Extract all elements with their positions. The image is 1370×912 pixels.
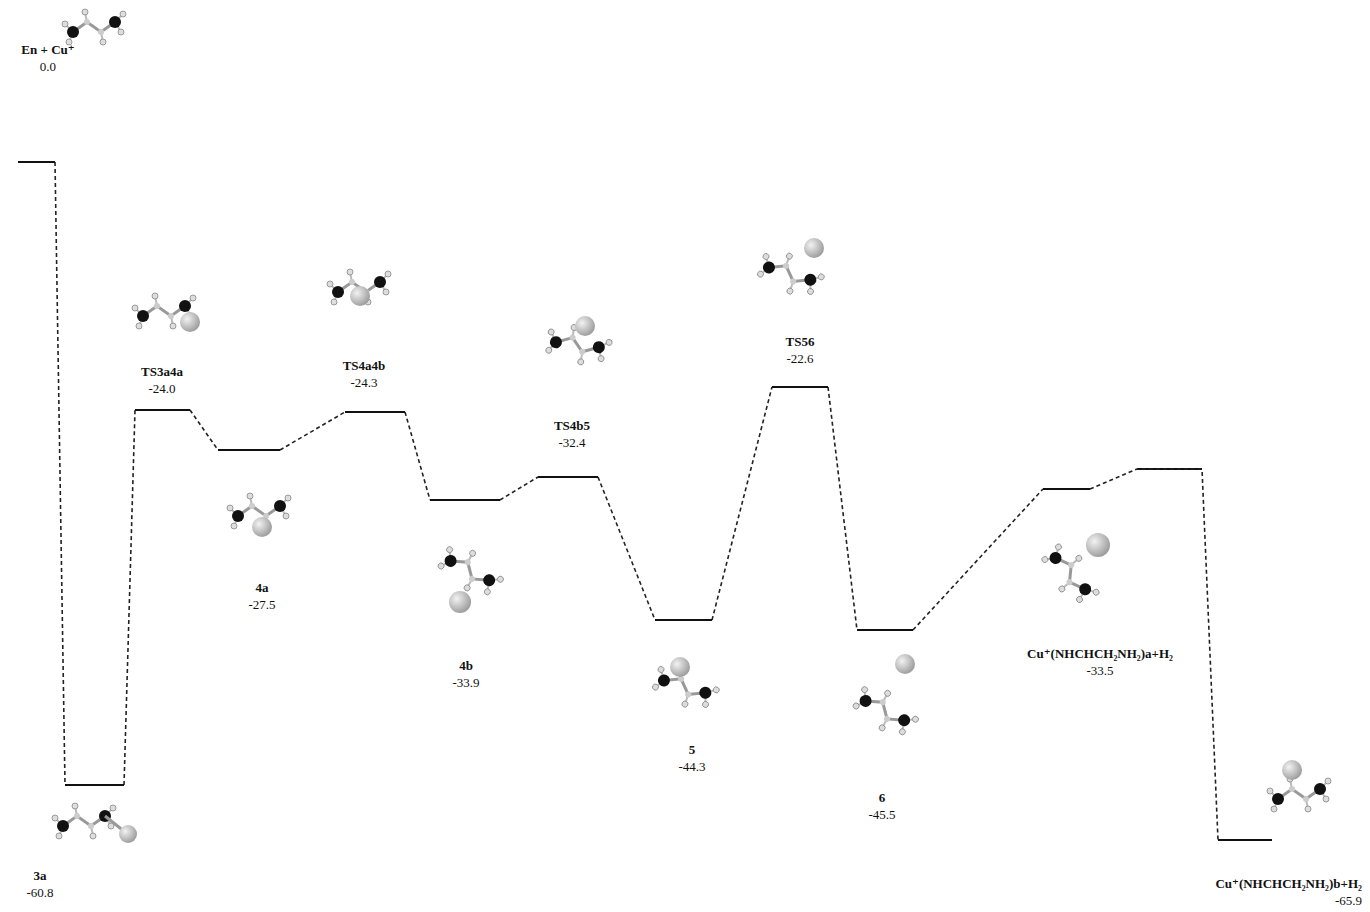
species-name: 6 — [868, 789, 895, 806]
energy-value: -22.6 — [786, 350, 815, 367]
species-name: TS4a4b — [343, 357, 386, 374]
energy-value: -32.4 — [554, 434, 590, 451]
energy-level: 5-44.3 — [655, 619, 712, 621]
species-name: 5 — [678, 741, 705, 758]
level-label: TS4a4b-24.3 — [343, 357, 386, 391]
level-label: 6-45.5 — [868, 789, 895, 823]
energy-level: Cu⁺(NHCHCH₂NH₂)b+H₂-65.9 — [1218, 839, 1272, 841]
energy-level: 4a-27.5 — [218, 449, 280, 451]
energy-level: 4b-33.9 — [430, 499, 500, 501]
energy-level: TS4a4b-24.3 — [345, 411, 405, 413]
energy-value: -24.3 — [343, 374, 386, 391]
reaction-path — [712, 387, 772, 620]
species-name: 4a — [248, 579, 275, 596]
level-label: TS3a4a-24.0 — [141, 363, 183, 397]
energy-level: 6-45.5 — [857, 629, 913, 631]
level-label: Cu⁺(NHCHCH₂NH₂)b+H₂-65.9 — [1215, 875, 1362, 909]
energy-level: TS3a4a-24.0 — [135, 409, 190, 411]
level-label: TS4b5-32.4 — [554, 417, 590, 451]
energy-value: -33.9 — [452, 674, 479, 691]
energy-value: -27.5 — [248, 596, 275, 613]
energy-level: TS4b5-32.4 — [538, 476, 598, 478]
reaction-path — [124, 410, 135, 785]
level-label: Cu⁺(NHCHCH₂NH₂)a+H₂-33.5 — [1027, 645, 1173, 679]
level-label: 4b-33.9 — [452, 657, 479, 691]
species-name: TS56 — [786, 333, 815, 350]
level-label: 5-44.3 — [678, 741, 705, 775]
energy-value: -44.3 — [678, 758, 705, 775]
energy-level: Cu⁺(NHCHCH₂NH₂)a+H₂-33.5 — [1043, 488, 1090, 490]
species-name: TS3a4a — [141, 363, 183, 380]
reaction-path — [500, 477, 538, 500]
species-name: 4b — [452, 657, 479, 674]
energy-value: 0.0 — [21, 58, 74, 75]
level-label: TS56-22.6 — [786, 333, 815, 367]
energy-value: -45.5 — [868, 806, 895, 823]
reaction-path — [913, 489, 1043, 630]
reaction-path — [828, 387, 857, 630]
level-label: En + Cu⁺0.0 — [21, 41, 74, 75]
level-label: 4a-27.5 — [248, 579, 275, 613]
species-name: Cu⁺(NHCHCH₂NH₂)b+H₂ — [1215, 875, 1362, 892]
energy-level: 3a-60.8 — [65, 784, 124, 786]
energy-level: En + Cu⁺0.0 — [18, 161, 55, 163]
energy-value: -65.9 — [1215, 892, 1362, 909]
reaction-path — [280, 412, 345, 450]
energy-value: -60.8 — [26, 884, 53, 901]
species-name: 3a — [26, 867, 53, 884]
reaction-path — [405, 412, 430, 500]
reaction-path — [598, 477, 655, 620]
reaction-path — [190, 410, 218, 450]
level-label: 3a-60.8 — [26, 867, 53, 901]
species-name: TS4b5 — [554, 417, 590, 434]
energy-level: TS56-22.6 — [772, 386, 828, 388]
energy-value: -24.0 — [141, 380, 183, 397]
species-name: En + Cu⁺ — [21, 41, 74, 58]
reaction-path — [55, 162, 65, 785]
species-name: Cu⁺(NHCHCH₂NH₂)a+H₂ — [1027, 645, 1173, 662]
energy-value: -33.5 — [1027, 662, 1173, 679]
